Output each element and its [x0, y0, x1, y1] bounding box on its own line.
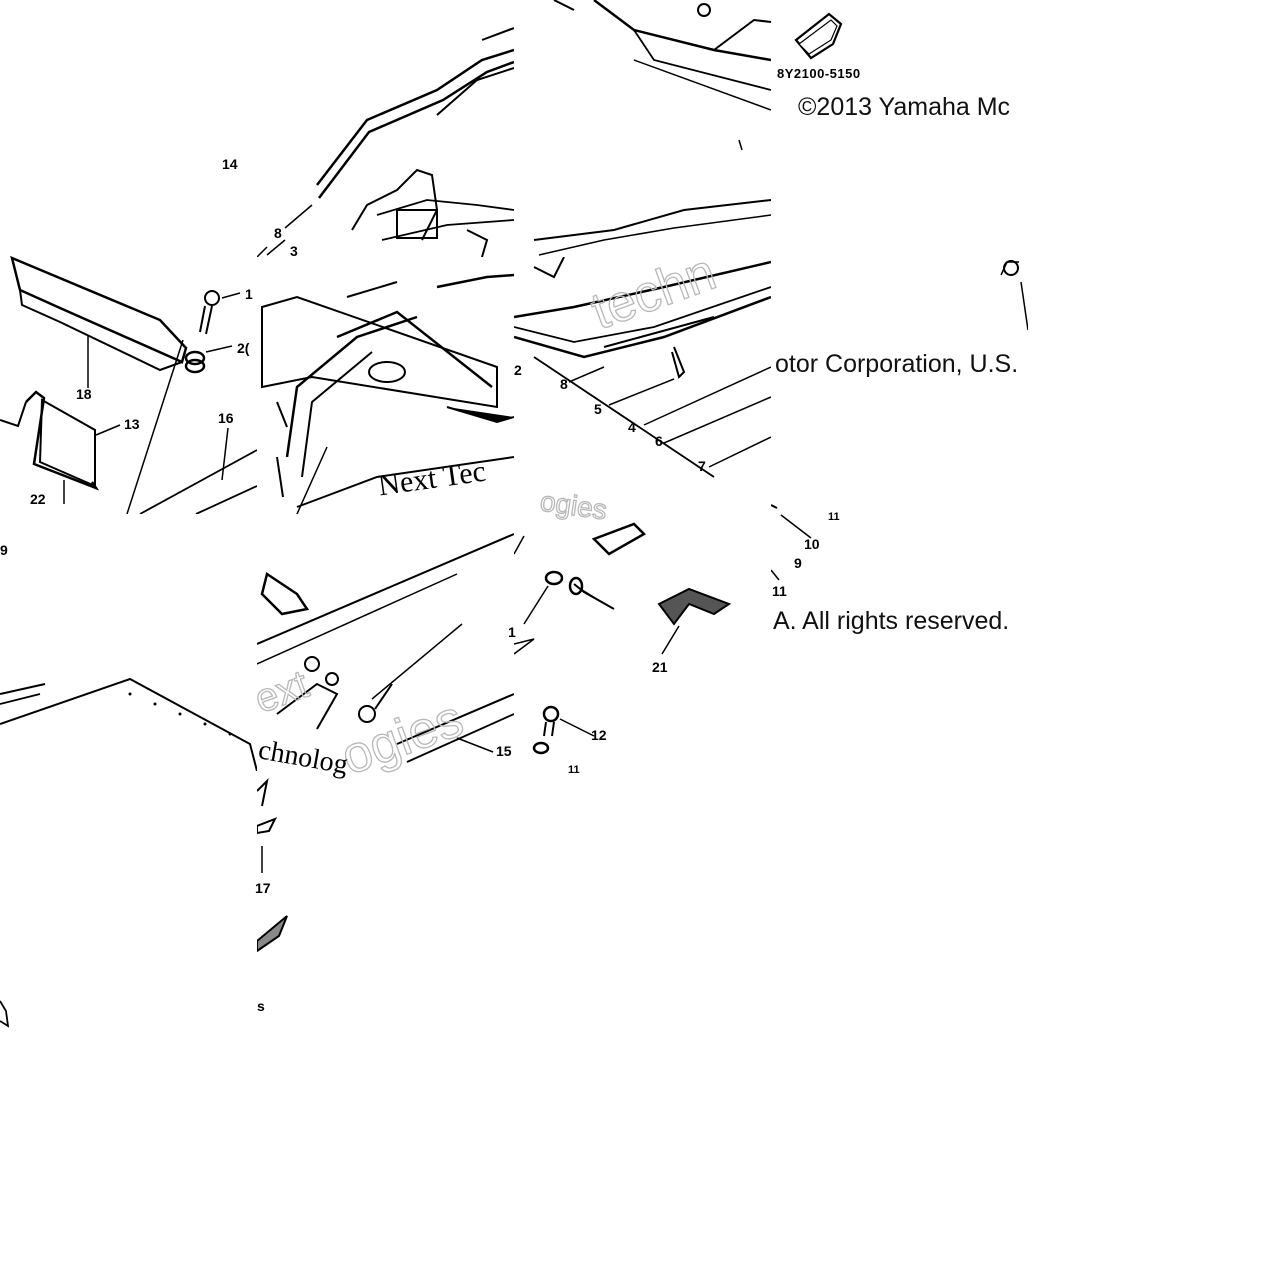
callout-8-right: 8	[560, 376, 568, 392]
drawing-right-middle	[514, 257, 771, 478]
part-code: 8Y2100-5150	[777, 66, 861, 81]
callout-2: 2	[514, 362, 522, 378]
tile-left-lower	[0, 514, 257, 771]
svg-text:s: s	[257, 998, 265, 1014]
drawing-left-upper	[0, 255, 257, 514]
drawing-far-right	[771, 12, 1028, 581]
drawing-center-top	[257, 27, 514, 257]
callout-20: 2(	[237, 340, 250, 356]
callout-11-mid: 11	[772, 583, 787, 599]
tile-far-right	[771, 0, 1028, 771]
callout-11-lower: 11	[568, 764, 580, 776]
tile-center-lower	[257, 514, 514, 771]
callout-8: 8	[274, 225, 282, 241]
callout-22: 22	[30, 491, 46, 507]
tile-center-top	[257, 0, 514, 257]
callout-16: 16	[218, 410, 234, 426]
callout-17: 17	[255, 880, 271, 896]
tile-center-bottom: s	[257, 771, 514, 1028]
callout-7: 7	[698, 458, 706, 474]
copyright-line-1: ©2013 Yamaha Mc	[798, 93, 1011, 121]
callout-14: 14	[222, 156, 238, 172]
drawing-left-bottom	[0, 1000, 10, 1028]
tile-center-middle	[257, 257, 514, 514]
tile-left-upper	[0, 130, 257, 514]
callout-9-left: 9	[0, 542, 8, 558]
callout-1: 1	[245, 286, 253, 302]
tile-right-top	[514, 0, 771, 257]
drawing-right-top	[533, 0, 771, 256]
drawing-right-lower	[514, 522, 732, 755]
tile-left-bottom	[0, 771, 257, 1028]
copyright-line-2: otor Corporation, U.S.	[775, 350, 1019, 378]
callout-1-lower: 1	[508, 624, 516, 640]
callout-15: 15	[496, 743, 512, 759]
drawing-left-lower	[0, 677, 257, 771]
drawing-center-lower	[257, 533, 514, 763]
copyright-line-3: A. All rights reserved.	[773, 607, 1010, 635]
callout-4: 4	[628, 419, 636, 435]
tile-right-lower	[514, 514, 771, 771]
fwd-arrow-icon	[794, 12, 843, 60]
callout-21: 21	[652, 659, 668, 675]
callout-13: 13	[124, 416, 140, 432]
callout-3: 3	[290, 243, 298, 259]
callout-6: 6	[655, 433, 663, 449]
drawing-center-bottom: s	[257, 777, 288, 1014]
callout-12: 12	[591, 727, 607, 743]
tile-right-middle	[514, 257, 771, 514]
drawing-center-middle	[261, 273, 514, 514]
callout-10: 10	[804, 536, 820, 552]
callout-18: 18	[76, 386, 92, 402]
callout-5: 5	[594, 401, 602, 417]
callout-9-right: 9	[794, 555, 802, 571]
callout-11-top: 11	[828, 511, 840, 523]
